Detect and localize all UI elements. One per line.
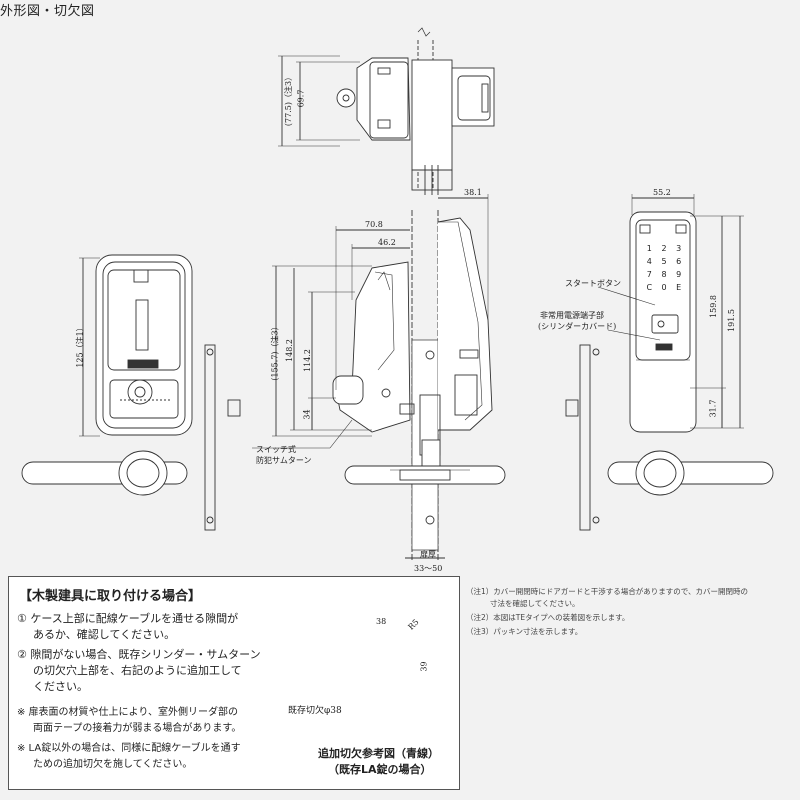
callout-emergency-1: 非常用電源端子部 <box>540 311 604 320</box>
dim-31-7: 31.7 <box>708 399 718 418</box>
callout-start-button: スタートボタン <box>565 279 621 288</box>
dim-38-1: 38.1 <box>464 188 482 197</box>
keypad-key: 6 <box>676 257 682 266</box>
cutout-caption-2: （既存LA錠の場合） <box>328 763 432 776</box>
front-view <box>565 194 774 531</box>
door-thickness-label: 扉厚 <box>420 550 436 559</box>
note-3: （注3）パッキン寸法を示します。 <box>466 627 583 636</box>
dim-191-5: 191.5 <box>726 309 736 332</box>
dim-34: 34 <box>302 409 312 420</box>
cutout-caption-1: 追加切欠参考図（青線） <box>318 747 439 760</box>
dim-70-8: 70.8 <box>365 220 383 229</box>
keypad-key: 5 <box>661 257 667 266</box>
cutout-dim-39: 39 <box>419 661 429 672</box>
side-view <box>252 194 506 560</box>
note-2: （注2）本図はTEタイプへの装着図を示します。 <box>466 613 630 622</box>
callout-switch-thumbturn-1: スイッチ式 <box>256 445 296 454</box>
dim-148-2: 148.2 <box>284 339 294 362</box>
note-1-line2: 寸法を確認してください。 <box>490 599 580 608</box>
dim-46-2: 46.2 <box>378 238 396 247</box>
keypad-key: 4 <box>646 257 652 266</box>
top-view <box>278 27 495 195</box>
wood-note2-line1: ※ LA錠以外の場合は、同様に配線ケーブルを通す <box>17 743 241 754</box>
keypad-key: 1 <box>646 244 652 253</box>
wood-item2-line1: ② 隙間がない場合、既存シリンダー・サムターン <box>17 648 261 661</box>
dim-155-7: (155.7)（注3） <box>270 322 280 381</box>
callout-switch-thumbturn-2: 防犯サムターン <box>256 456 312 465</box>
wood-install-title: 【木製建具に取り付ける場合】 <box>19 589 202 604</box>
keypad-key: 2 <box>661 244 667 253</box>
inner-view <box>21 254 241 531</box>
wood-install-panel: 【木製建具に取り付ける場合】 ① ケース上部に配線ケーブルを通せる隙間が あるか… <box>8 576 460 790</box>
wood-item1-line2: あるか、確認してください。 <box>33 628 176 641</box>
cutout-dim-38: 38 <box>376 617 387 626</box>
note-1-line1: （注1）カバー開閉時にドアガードと干渉する場合がありますので、カバー開閉時の <box>466 587 748 596</box>
wood-item1-line1: ① ケース上部に配線ケーブルを通せる隙間が <box>17 612 239 625</box>
wood-note1-line1: ※ 扉表面の材質や仕上により、室外側リーダ部の <box>17 707 238 718</box>
keypad-key: C <box>646 283 653 292</box>
dim-top-height: 69.7 <box>296 89 306 108</box>
page-title: 外形図・切欠図 <box>0 4 95 19</box>
wood-item2-line2: の切欠穴上部を、右記のように追加工して <box>33 664 242 677</box>
dim-top-overall: (77.5)（注3） <box>284 72 294 127</box>
keypad-key: 3 <box>676 244 682 253</box>
keypad-key: 7 <box>646 270 652 279</box>
keypad-key: 8 <box>661 270 667 279</box>
wood-note2-line2: ための追加切欠を施してください。 <box>33 759 193 770</box>
keypad-key: 0 <box>661 283 667 292</box>
dim-55-2: 55.2 <box>653 188 671 197</box>
cutout-existing-label: 既存切欠φ38 <box>288 706 342 716</box>
dim-114-2: 114.2 <box>302 349 312 372</box>
door-thickness-range: 33～50 <box>414 564 443 573</box>
wood-item2-line3: ください。 <box>33 680 88 693</box>
callout-emergency-2: (シリンダーカバード) <box>538 322 617 331</box>
wood-note1-line2: 両面テープの接着力が弱まる場合があります。 <box>33 723 242 734</box>
keypad-key: E <box>676 283 682 292</box>
keypad-key: 9 <box>676 270 682 279</box>
dim-159-8: 159.8 <box>708 295 718 318</box>
dim-125: 125（注1） <box>75 323 85 368</box>
